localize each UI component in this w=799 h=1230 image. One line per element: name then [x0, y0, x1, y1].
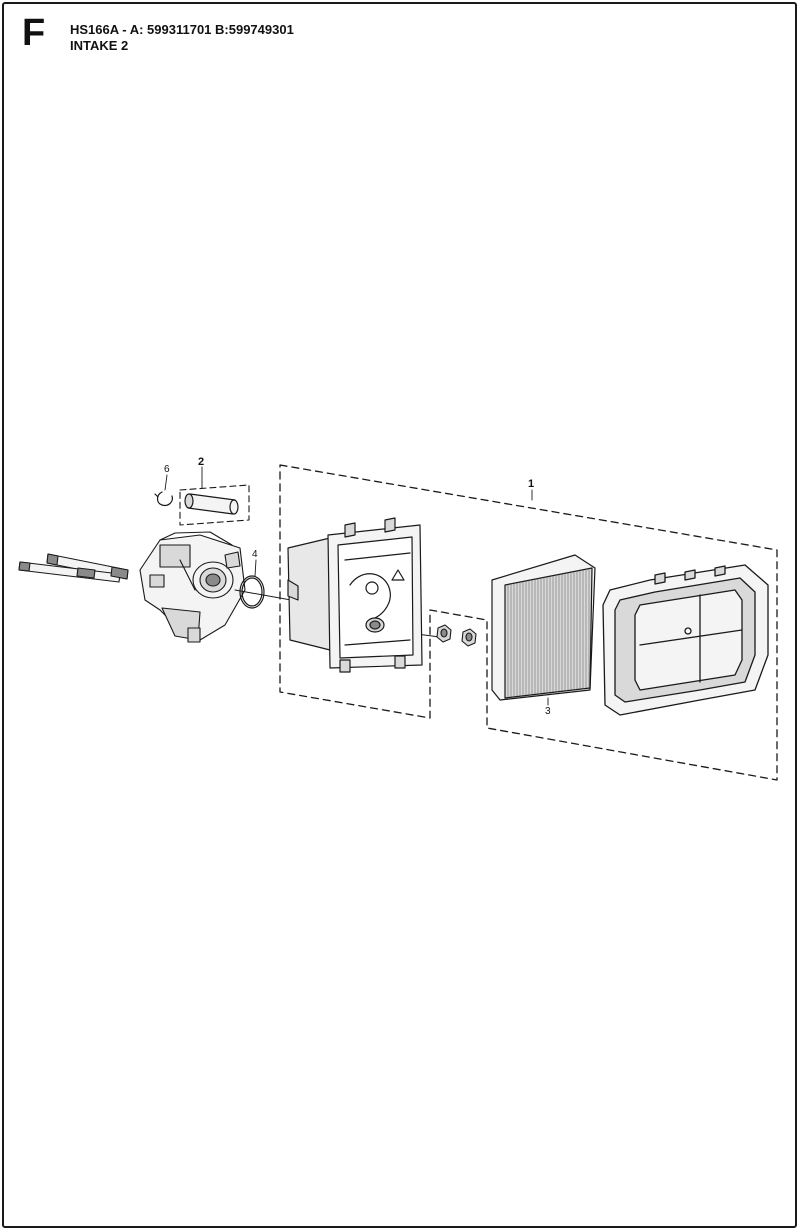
air-filter-base [287, 517, 423, 673]
section-letter: F [22, 12, 46, 54]
breather-tube-2 [184, 493, 239, 515]
callout-3: 3 [545, 706, 551, 717]
hose-clamp-6 [154, 491, 173, 507]
callout-6: 6 [164, 464, 170, 475]
gasket-ring-4 [239, 575, 265, 609]
assembly-1-dashed-outline [279, 464, 778, 781]
callout-4: 4 [252, 549, 258, 560]
part-2-dashed-box [179, 484, 250, 526]
mounting-studs [18, 553, 129, 583]
paper-filter-element-3 [491, 554, 596, 701]
section-title: INTAKE 2 [70, 38, 129, 53]
model-numbers: HS166A - A: 599311701 B:599749301 [70, 22, 294, 37]
carburetor [139, 531, 246, 643]
nuts [436, 624, 477, 647]
air-filter-cover [602, 564, 769, 716]
callout-2: 2 [198, 456, 204, 468]
callout-1: 1 [528, 478, 534, 490]
